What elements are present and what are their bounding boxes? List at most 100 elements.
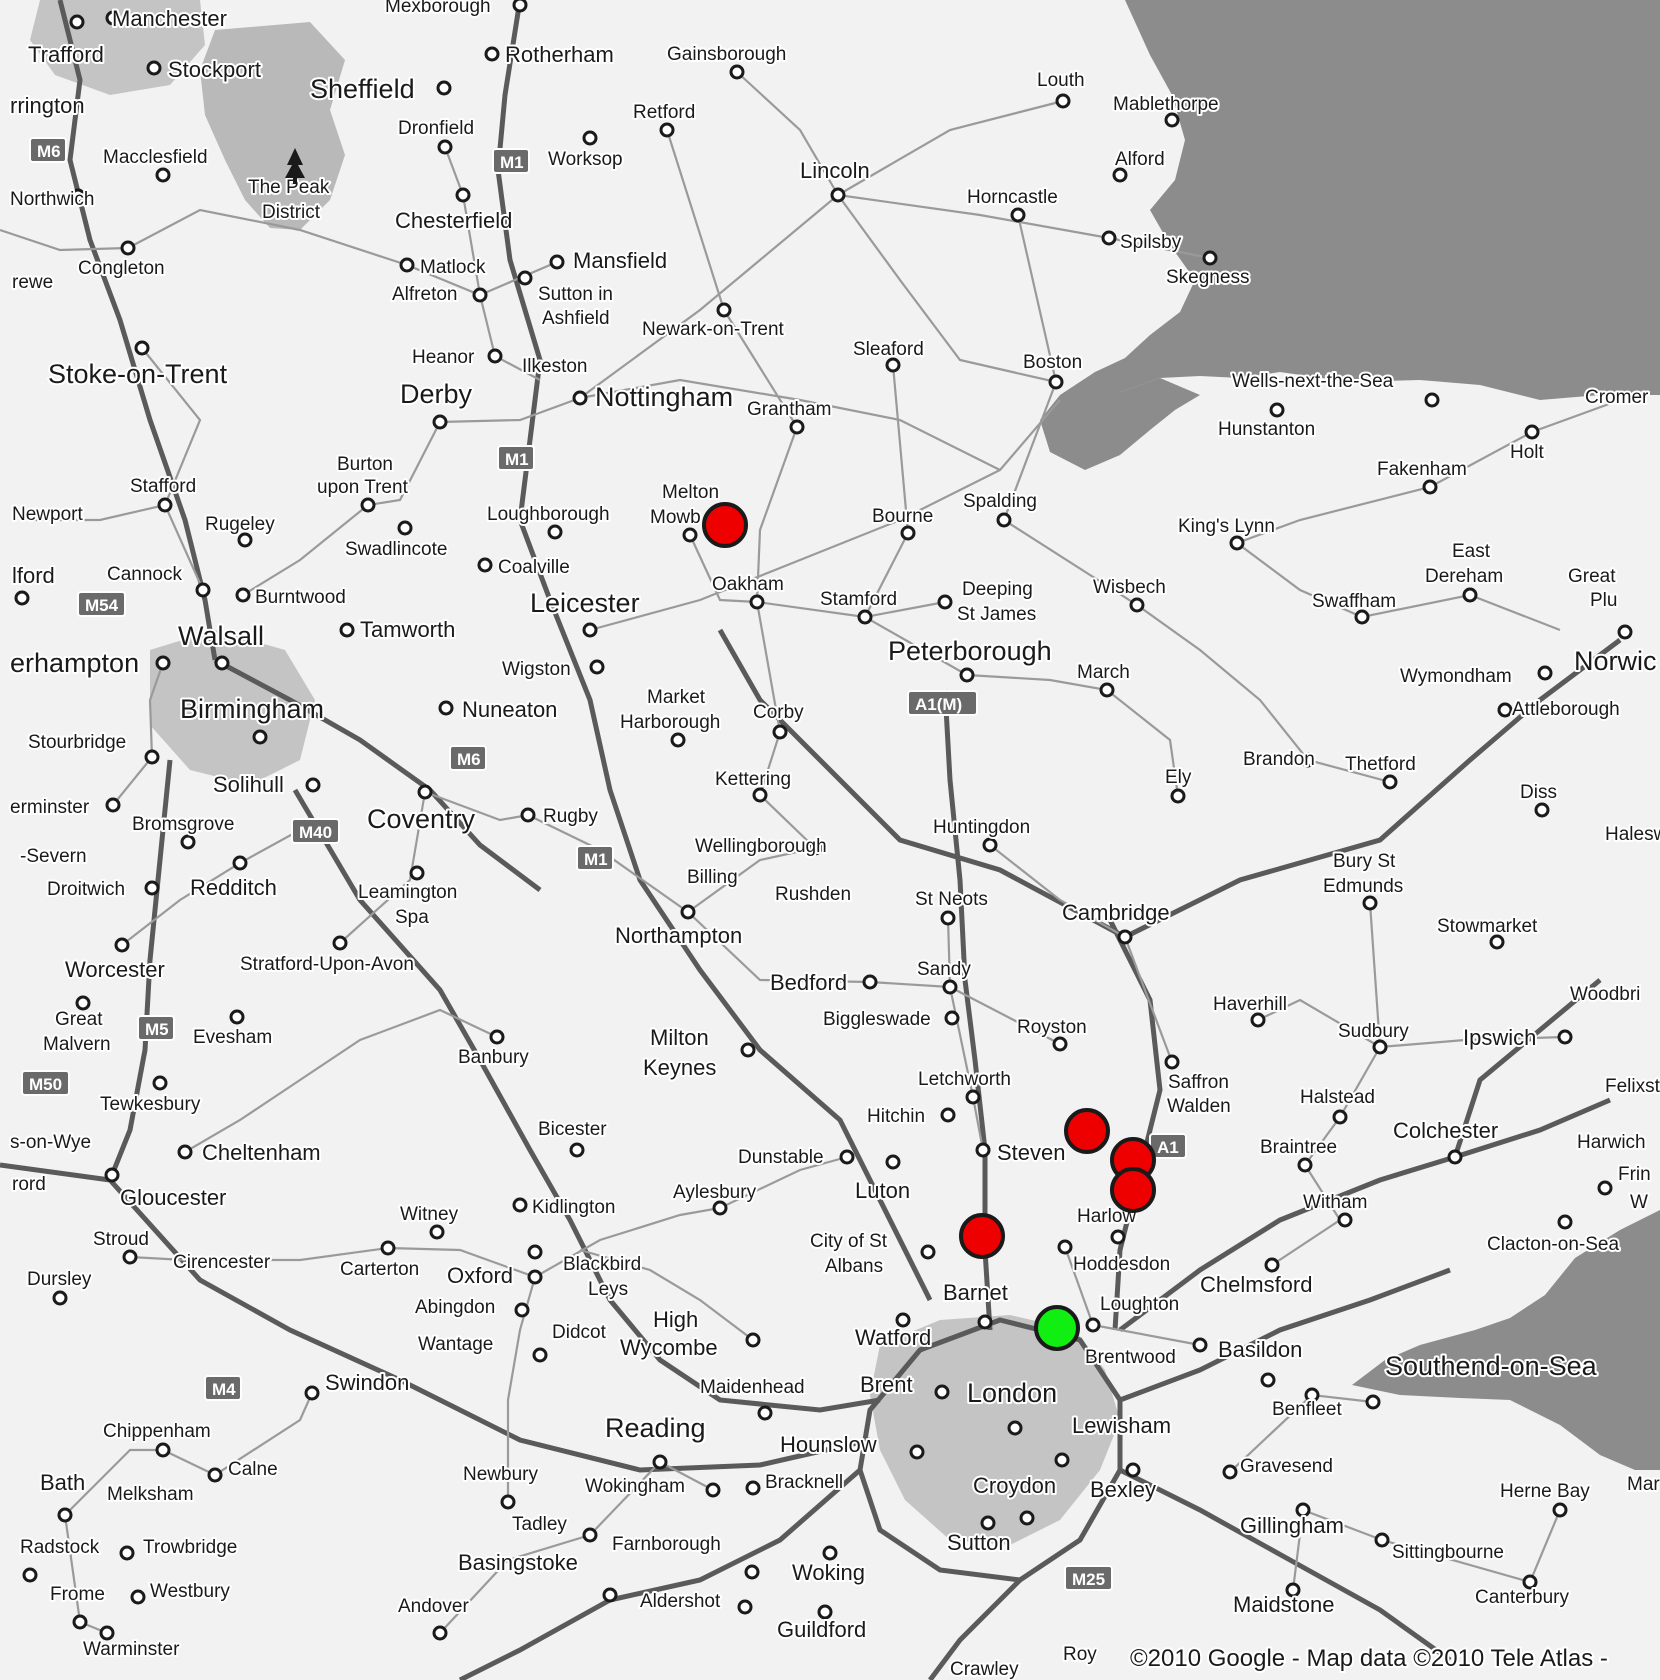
place-dot	[195, 582, 211, 598]
place-dot	[1382, 774, 1398, 790]
place-dot	[22, 1567, 38, 1583]
place-label: Peterborough	[888, 636, 1052, 666]
motorway-shield-label: A1	[1157, 1138, 1179, 1157]
place-dot	[582, 130, 598, 146]
place-dot	[1557, 1029, 1573, 1045]
place-dot	[1052, 1036, 1068, 1052]
place-dot	[235, 587, 251, 603]
place-label: Dereham	[1425, 566, 1503, 587]
motorway-shield: M5	[137, 1015, 175, 1041]
place-label: Dunstable	[738, 1147, 824, 1168]
place-dot	[180, 834, 196, 850]
place-dot	[817, 1604, 833, 1620]
place-dot	[757, 1405, 773, 1421]
motorway-shield: M25	[1064, 1565, 1113, 1591]
motorway-shield-label: M4	[212, 1380, 236, 1399]
place-label: s-on-Wye	[10, 1132, 91, 1153]
marker-red[interactable]	[1110, 1167, 1156, 1213]
place-dot	[477, 557, 493, 573]
place-label: Bicester	[538, 1119, 607, 1140]
place-dot	[789, 419, 805, 435]
place-label: Malvern	[43, 1034, 111, 1055]
place-label: Basildon	[1218, 1337, 1302, 1362]
place-label: Newbury	[463, 1464, 538, 1485]
place-label: Cannock	[107, 564, 182, 585]
place-label: Deeping	[962, 579, 1033, 600]
place-dot	[134, 340, 150, 356]
place-label: Mablethorpe	[1113, 94, 1219, 115]
place-dot	[822, 1545, 838, 1561]
place-label: Lewisham	[1072, 1413, 1171, 1438]
place-dot	[740, 1042, 756, 1058]
place-dot	[1297, 1157, 1313, 1173]
place-label: Chesterfield	[395, 208, 512, 233]
place-label: Reading	[605, 1413, 706, 1443]
place-label: Guildford	[777, 1617, 866, 1642]
place-dot	[752, 787, 768, 803]
place-dot	[1462, 587, 1478, 603]
place-label: Maidenhead	[700, 1377, 805, 1398]
place-dot	[1007, 1420, 1023, 1436]
place-label: Westbury	[150, 1581, 230, 1602]
place-dot	[1164, 1054, 1180, 1070]
place-dot	[1365, 1394, 1381, 1410]
map-markers[interactable]	[702, 502, 1156, 1351]
place-label: Witham	[1303, 1192, 1367, 1213]
place-dot	[1164, 112, 1180, 128]
place-label: Calne	[228, 1459, 278, 1480]
place-dot	[1048, 374, 1064, 390]
place-label: Nottingham	[595, 382, 733, 412]
place-label: Bracknell	[765, 1472, 843, 1493]
place-label: Corby	[753, 702, 804, 723]
place-dot	[862, 974, 878, 990]
place-dot	[1117, 929, 1133, 945]
place-label: District	[262, 202, 321, 223]
place-label: Melton	[662, 482, 719, 503]
place-dot	[942, 979, 958, 995]
place-dot	[582, 622, 598, 638]
place-label: City of St	[810, 1231, 888, 1252]
marker-red[interactable]	[702, 502, 748, 548]
place-label: Matlock	[420, 257, 486, 278]
motorway-shield: A1(M)	[907, 690, 978, 716]
marker-red[interactable]	[959, 1213, 1005, 1259]
place-label: Bexley	[1090, 1477, 1156, 1502]
place-label: upon Trent	[317, 477, 409, 498]
place-label: Wigston	[502, 659, 571, 680]
place-dot	[438, 700, 454, 716]
place-label: Tadley	[512, 1514, 567, 1535]
place-dot	[409, 865, 425, 881]
place-dot	[772, 724, 788, 740]
place-label: Stourbridge	[28, 732, 126, 753]
place-label: Herne Bay	[1500, 1481, 1590, 1502]
place-label: East	[1452, 541, 1491, 562]
place-dot	[705, 1482, 721, 1498]
place-dot	[104, 1167, 120, 1183]
urban-birmingham	[150, 630, 315, 785]
motorway-shield-label: M50	[29, 1075, 62, 1094]
place-dot	[514, 1302, 530, 1318]
place-dot	[1374, 1532, 1390, 1548]
place-label: Tewkesbury	[100, 1094, 201, 1115]
place-dot	[305, 777, 321, 793]
place-label: Heanor	[412, 347, 475, 368]
marker-red[interactable]	[1064, 1108, 1110, 1154]
place-label: Skegness	[1166, 267, 1249, 288]
place-label: lford	[12, 563, 55, 588]
place-label: Halstead	[1300, 1087, 1375, 1108]
place-dot	[659, 122, 675, 138]
place-label: Sheffield	[310, 74, 415, 104]
place-label: Stoke-on-Trent	[48, 359, 228, 389]
motorway-shield: M1	[576, 845, 614, 871]
place-label: London	[967, 1378, 1057, 1408]
place-label: Frin	[1618, 1164, 1651, 1185]
place-dot	[1522, 1574, 1538, 1590]
place-dot	[839, 1149, 855, 1165]
place-label: Cheltenham	[202, 1140, 321, 1165]
place-dot	[237, 532, 253, 548]
marker-green[interactable]	[1034, 1305, 1080, 1351]
motorway-shield: M54	[77, 591, 126, 617]
place-label: Chelmsford	[1200, 1272, 1312, 1297]
